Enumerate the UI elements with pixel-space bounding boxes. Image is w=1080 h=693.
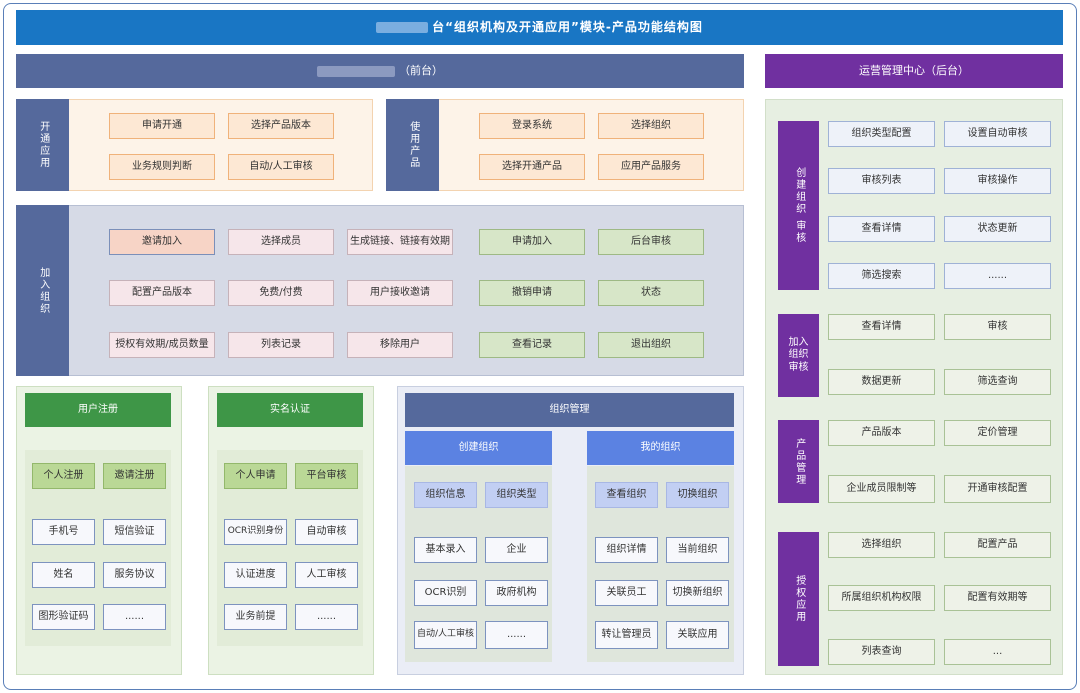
ops-item: 开通审核配置 (944, 475, 1051, 503)
apply-item: 查看记录 (479, 332, 585, 358)
ops-auth-app-label: 授权应用 (778, 532, 819, 666)
ops-item: 定价管理 (944, 420, 1051, 446)
ops-header: 运营管理中心（后台） (765, 54, 1063, 88)
ops-item: ... (944, 639, 1051, 665)
create-org-tab: 组织信息 (414, 482, 477, 508)
invite-item: 列表记录 (228, 332, 334, 358)
invite-item: 授权有效期/成员数量 (109, 332, 215, 358)
create-org-item: ...... (485, 621, 548, 649)
apply-item: 退出组织 (598, 332, 704, 358)
ops-item: 设置自动审核 (944, 121, 1051, 147)
open-app-item: 选择产品版本 (228, 113, 334, 139)
my-org-tab: 切换组织 (666, 482, 729, 508)
real-name-item: 自动审核 (295, 519, 358, 545)
invite-join-item: 邀请加入 (109, 229, 215, 255)
apply-item: 后台审核 (598, 229, 704, 255)
ops-item: 组织类型配置 (828, 121, 935, 147)
user-reg-item: 短信验证 (103, 519, 166, 545)
create-org-tab: 组织类型 (485, 482, 548, 508)
user-reg-header: 用户注册 (25, 393, 171, 427)
org-mgmt-header: 组织管理 (405, 393, 734, 427)
user-reg-item: 服务协议 (103, 562, 166, 588)
use-product-item: 登录系统 (479, 113, 585, 139)
invite-item: 选择成员 (228, 229, 334, 255)
ops-item: 查看详情 (828, 216, 935, 242)
ops-item: 配置有效期等 (944, 585, 1051, 611)
create-org-item: 政府机构 (485, 580, 548, 606)
ops-item: 筛选查询 (944, 369, 1051, 395)
apply-item: 状态 (598, 280, 704, 306)
ops-item: 审核操作 (944, 168, 1051, 194)
real-name-item: 认证进度 (224, 562, 287, 588)
ops-create-org-review-label: 创建组织 审核 (778, 121, 819, 290)
real-name-item: OCR识别身份 (224, 519, 287, 545)
my-org-item: 当前组织 (666, 537, 729, 563)
user-reg-item: ...... (103, 604, 166, 630)
ops-join-org-review-label: 加入组织审核 (778, 314, 819, 397)
invite-item: 移除用户 (347, 332, 453, 358)
my-org-item: 关联应用 (666, 621, 729, 649)
ops-item: 列表查询 (828, 639, 935, 665)
open-app-item: 申请开通 (109, 113, 215, 139)
real-name-item: 业务前提 (224, 604, 287, 630)
ops-item: ...... (944, 263, 1051, 289)
my-org-header: 我的组织 (587, 431, 734, 465)
user-reg-item: 手机号 (32, 519, 95, 545)
apply-item: 申请加入 (479, 229, 585, 255)
front-header: （前台） (16, 54, 744, 88)
ops-item: 产品版本 (828, 420, 935, 446)
my-org-item: 组织详情 (595, 537, 658, 563)
user-reg-item: 姓名 (32, 562, 95, 588)
redacted-name (317, 65, 395, 77)
redacted-name (376, 22, 429, 33)
open-app-item: 自动/人工审核 (228, 154, 334, 180)
user-reg-item: 图形验证码 (32, 604, 95, 630)
ops-item: 选择组织 (828, 532, 935, 558)
ops-product-mgmt-label: 产品管理 (778, 420, 819, 503)
create-org-item: 自动/人工审核 (414, 621, 477, 649)
my-org-tab: 查看组织 (595, 482, 658, 508)
real-name-header: 实名认证 (217, 393, 363, 427)
use-product-item: 选择开通产品 (479, 154, 585, 180)
create-org-item: 企业 (485, 537, 548, 563)
use-product-label: 使用产品 (386, 99, 439, 191)
open-app-label: 开通应用 (16, 99, 69, 191)
invite-item: 用户接收邀请 (347, 280, 453, 306)
my-org-item: 切换新组织 (666, 580, 729, 606)
invite-item: 生成链接、链接有效期 (347, 229, 453, 255)
ops-item: 筛选搜索 (828, 263, 935, 289)
create-org-item: OCR识别 (414, 580, 477, 606)
invite-item: 免费/付费 (228, 280, 334, 306)
apply-item: 撤销申请 (479, 280, 585, 306)
my-org-item: 转让管理员 (595, 621, 658, 649)
invite-item: 配置产品版本 (109, 280, 215, 306)
join-org-label: 加入组织 (16, 205, 69, 376)
open-app-item: 业务规则判断 (109, 154, 215, 180)
use-product-item: 应用产品服务 (598, 154, 704, 180)
real-name-item: 人工审核 (295, 562, 358, 588)
real-name-button: 个人申请 (224, 463, 287, 489)
create-org-item: 基本录入 (414, 537, 477, 563)
use-product-item: 选择组织 (598, 113, 704, 139)
real-name-button: 平台审核 (295, 463, 358, 489)
diagram-title: 台“组织机构及开通应用”模块-产品功能结构图 (16, 10, 1063, 45)
ops-item: 企业成员限制等 (828, 475, 935, 503)
real-name-item: ...... (295, 604, 358, 630)
ops-item: 审核列表 (828, 168, 935, 194)
ops-item: 所属组织机构权限 (828, 585, 935, 611)
user-reg-button: 个人注册 (32, 463, 95, 489)
ops-item: 查看详情 (828, 314, 935, 340)
ops-item: 审核 (944, 314, 1051, 340)
ops-item: 状态更新 (944, 216, 1051, 242)
ops-item: 配置产品 (944, 532, 1051, 558)
user-reg-button: 邀请注册 (103, 463, 166, 489)
create-org-header: 创建组织 (405, 431, 552, 465)
ops-item: 数据更新 (828, 369, 935, 395)
my-org-item: 关联员工 (595, 580, 658, 606)
